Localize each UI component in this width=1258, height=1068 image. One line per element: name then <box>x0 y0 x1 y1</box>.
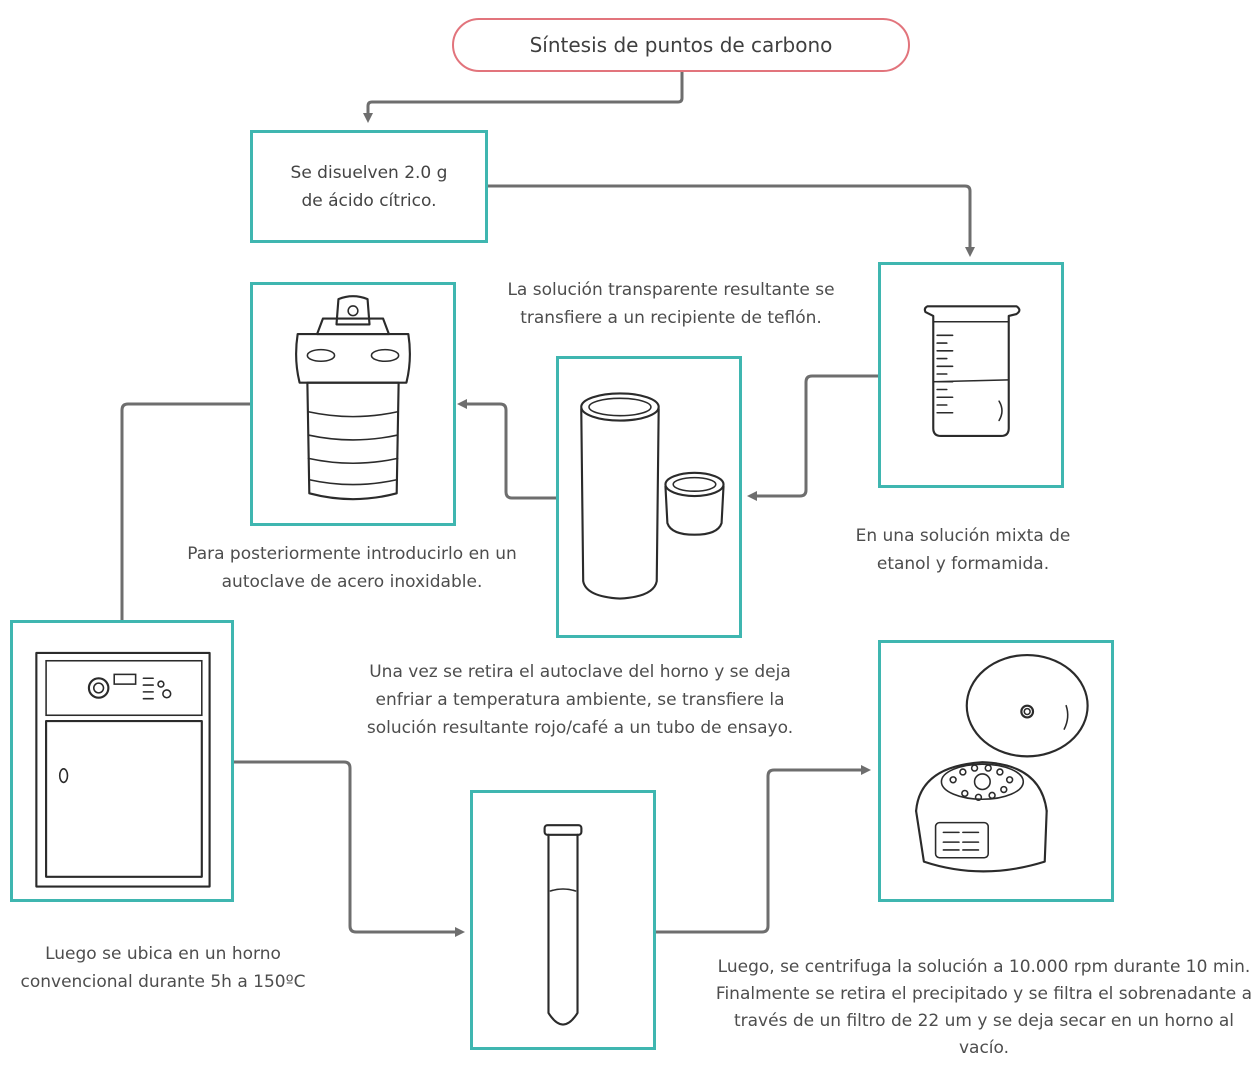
teflon-container-icon <box>580 392 725 600</box>
arrow-oven-to-test-tube <box>234 760 465 937</box>
caption-centrifuge: Luego, se centrifuga la solución a 10.00… <box>715 957 1253 1058</box>
centrifuge-icon <box>915 653 1089 873</box>
caption-mixed-solution: En una solución mixta de etanol y formam… <box>855 526 1071 574</box>
arrow-dissolve-to-beaker <box>488 184 975 257</box>
arrow-beaker-to-teflon <box>747 374 878 501</box>
autoclave-icon <box>295 295 411 501</box>
centrifuge-box <box>878 640 1114 902</box>
caption-oven: Luego se ubica en un horno convencional … <box>20 944 306 992</box>
diagram-title: Síntesis de puntos de carbono <box>452 18 910 72</box>
oven-box <box>10 620 234 902</box>
arrow-test-tube-to-centrifuge <box>656 765 871 934</box>
arrow-teflon-to-autoclave <box>457 399 556 500</box>
step-dissolve-box: Se disuelven 2.0 g de ácido cítrico. <box>250 130 488 243</box>
oven-icon <box>35 651 211 888</box>
caption-autoclave: Para posteriormente introducirlo en un a… <box>187 544 517 592</box>
test-tube-icon <box>543 824 583 1026</box>
arrow-title-to-dissolve <box>363 72 684 123</box>
test-tube-box <box>470 790 656 1050</box>
caption-teflon: La solución transparente resultante se t… <box>507 280 835 328</box>
autoclave-box <box>250 282 456 526</box>
step-dissolve-text: Se disuelven 2.0 g de ácido cítrico. <box>290 162 448 211</box>
caption-test-tube: Una vez se retira el autoclave del horno… <box>366 662 794 738</box>
teflon-container-box <box>556 356 742 638</box>
line-autoclave-to-oven <box>120 402 250 620</box>
beaker-box <box>878 262 1064 488</box>
beaker-icon <box>923 305 1021 438</box>
